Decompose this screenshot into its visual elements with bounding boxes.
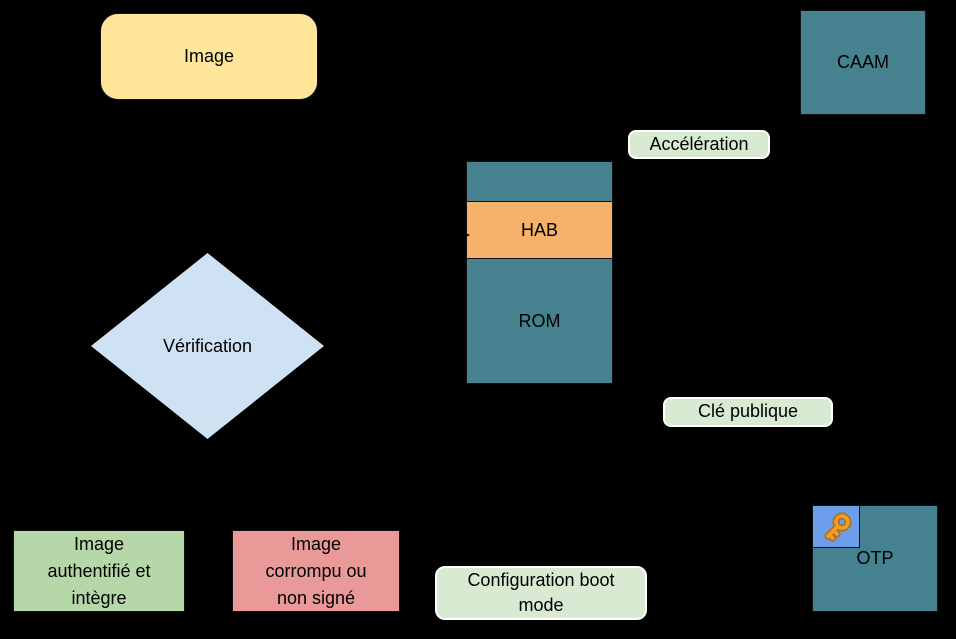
hab-section-label: HAB bbox=[520, 219, 558, 240]
otp-node-label: OTP bbox=[856, 548, 894, 568]
caam-node: CAAM bbox=[800, 10, 926, 115]
key-badge bbox=[812, 505, 860, 548]
stack-top-section bbox=[466, 161, 613, 202]
rom-section-label: ROM bbox=[518, 310, 561, 331]
memory-stack: HAB ROM bbox=[466, 161, 613, 384]
arrowhead-into-hab bbox=[459, 230, 470, 240]
verification-diamond: Vérification bbox=[91, 253, 324, 439]
rom-section: ROM bbox=[466, 258, 613, 384]
authentic-image-text: Image authentifié et intègre bbox=[47, 533, 151, 608]
acceleration-label-text: Accélération bbox=[649, 133, 749, 154]
boot-config-text: Configuration boot mode bbox=[467, 570, 615, 615]
public-key-label: Clé publique bbox=[663, 397, 833, 427]
otp-node: OTP bbox=[812, 505, 938, 612]
verification-diamond-label: Vérification bbox=[162, 335, 253, 356]
public-key-label-text: Clé publique bbox=[697, 401, 799, 422]
authentic-image-node: Image authentifié et intègre bbox=[13, 530, 185, 612]
corrupt-image-node: Image corrompu ou non signé bbox=[232, 530, 400, 612]
boot-config-label: Configuration boot mode bbox=[435, 566, 647, 620]
key-icon bbox=[824, 512, 852, 542]
corrupt-image-text: Image corrompu ou non signé bbox=[265, 533, 367, 608]
acceleration-label: Accélération bbox=[628, 130, 770, 159]
image-node-label: Image bbox=[183, 46, 235, 66]
hab-section: HAB bbox=[466, 201, 613, 259]
caam-node-label: CAAM bbox=[836, 52, 889, 72]
image-node: Image bbox=[100, 13, 318, 100]
